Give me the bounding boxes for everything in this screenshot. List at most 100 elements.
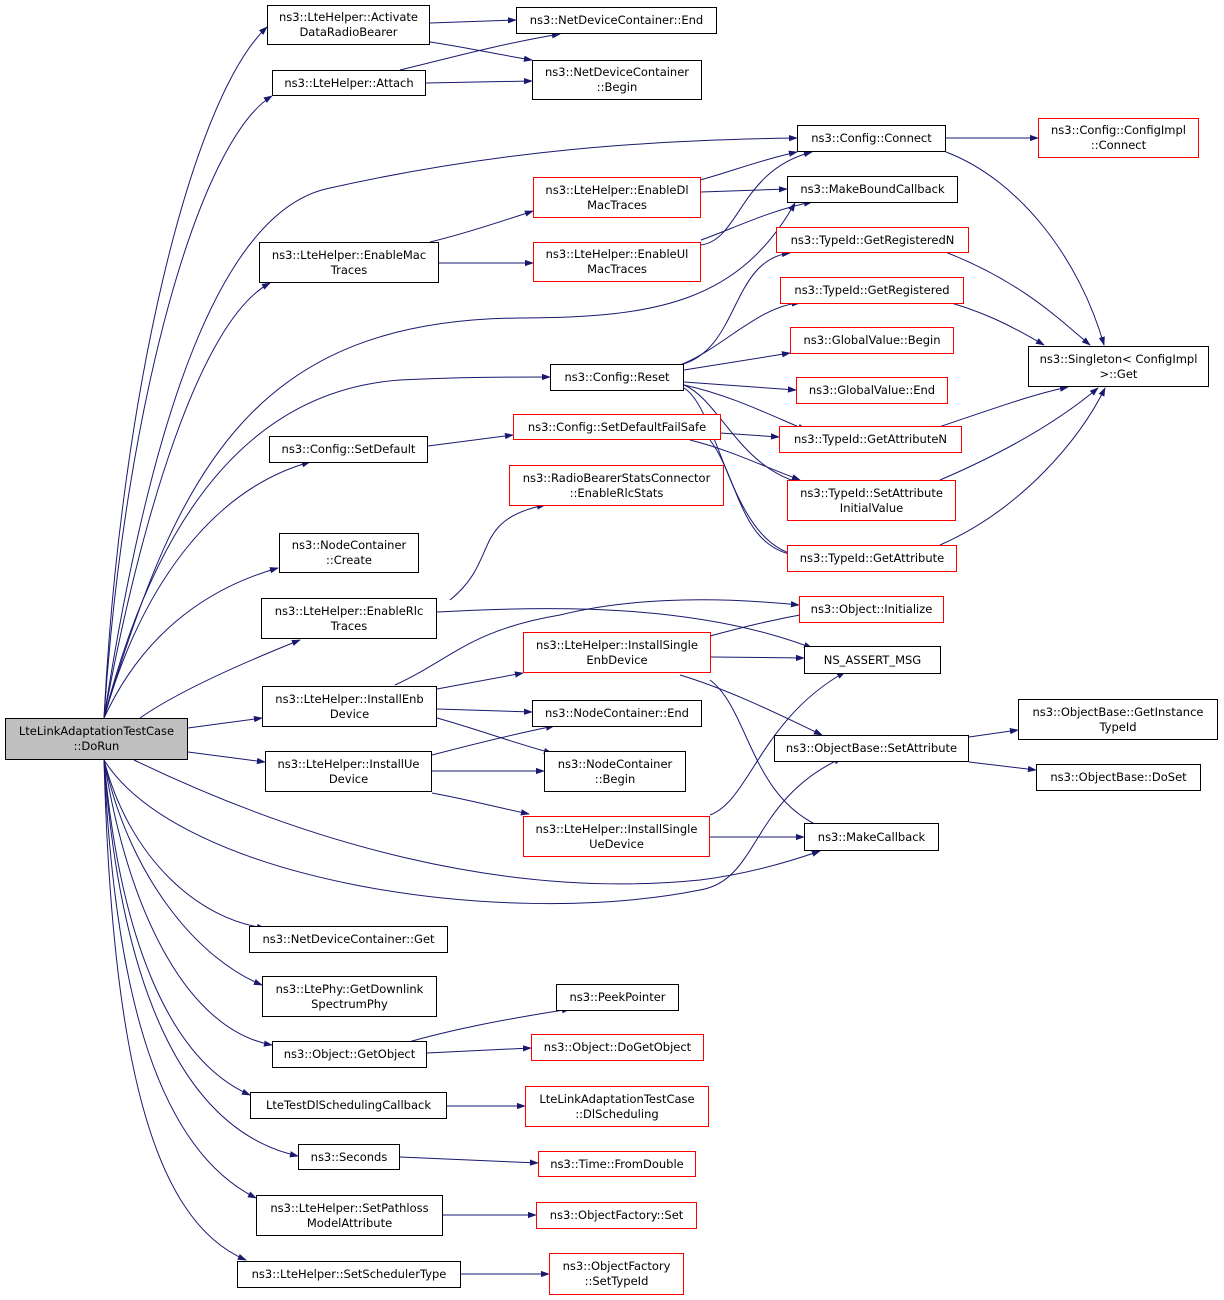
node-cfgimpl-connect[interactable]: ns3::Config::ConfigImpl::Connect bbox=[1038, 118, 1199, 158]
node-cfg-setdefaultfailsafe[interactable]: ns3::Config::SetDefaultFailSafe bbox=[513, 414, 721, 440]
node-obj-initialize[interactable]: ns3::Object::Initialize bbox=[799, 596, 944, 623]
node-text: ns3::MakeCallback bbox=[817, 829, 926, 844]
edge-root-dl-sched-cb bbox=[103, 759, 251, 1096]
node-text: ns3::LteHelper::SetSchedulerType bbox=[251, 1267, 447, 1281]
node-cfg-connect[interactable]: ns3::Config::Connect bbox=[797, 125, 946, 152]
edge-root-obj-setattr bbox=[103, 757, 843, 905]
node-text: ::DoRun bbox=[73, 739, 120, 753]
edge-root-nc-create bbox=[103, 567, 279, 719]
node-text: SpectrumPhy bbox=[311, 996, 388, 1011]
node-dl-sched-cb[interactable]: LteTestDlSchedulingCallback bbox=[250, 1092, 447, 1119]
node-text: ns3::LteHelper::SetPathloss bbox=[270, 1200, 429, 1215]
node-gv-begin[interactable]: ns3::GlobalValue::Begin bbox=[790, 327, 954, 354]
edge-single-enb-obj-init bbox=[709, 611, 812, 637]
edge-registered-singleton bbox=[939, 299, 1045, 346]
node-text: ::Create bbox=[326, 553, 372, 567]
node-text: ns3::Time::FromDouble bbox=[550, 1156, 684, 1171]
node-ndc-get[interactable]: ns3::NetDeviceContainer::Get bbox=[249, 926, 448, 953]
node-set-scheduler[interactable]: ns3::LteHelper::SetSchedulerType bbox=[237, 1261, 461, 1288]
node-make-bound[interactable]: ns3::MakeBoundCallback bbox=[787, 176, 958, 203]
node-text: ns3::GlobalValue::End bbox=[808, 383, 936, 397]
edge-root-set-scheduler bbox=[103, 759, 247, 1261]
node-text: ns3::RadioBearerStatsConnector bbox=[522, 470, 711, 485]
edge-root-install-ue bbox=[187, 751, 266, 765]
edge-single-enb-ns-assert bbox=[710, 654, 805, 662]
edge-failsafe-attr-n bbox=[719, 432, 780, 440]
node-nc-end[interactable]: ns3::NodeContainer::End bbox=[532, 700, 702, 727]
node-get-attribute[interactable]: ns3::TypeId::GetAttribute bbox=[787, 545, 957, 572]
node-text: ns3::Object::DoGetObject bbox=[543, 1040, 692, 1054]
node-attach[interactable]: ns3::LteHelper::Attach bbox=[272, 70, 426, 96]
edge-root-ndc-get bbox=[103, 759, 266, 931]
edge-activate-ndc-end bbox=[429, 17, 517, 24]
node-ndc-begin[interactable]: ns3::NetDeviceContainer::Begin bbox=[532, 60, 702, 100]
edge-root-cfg-setdefault bbox=[103, 461, 311, 719]
node-objbase-setattr[interactable]: ns3::ObjectBase::SetAttribute bbox=[774, 735, 969, 762]
node-rbsc-enable[interactable]: ns3::RadioBearerStatsConnector::EnableRl… bbox=[509, 465, 724, 506]
node-nc-create[interactable]: ns3::NodeContainer::Create bbox=[279, 533, 419, 573]
node-objbase-doset[interactable]: ns3::ObjectBase::DoSet bbox=[1036, 764, 1201, 791]
node-get-registered[interactable]: ns3::TypeId::GetRegistered bbox=[780, 277, 964, 304]
node-text: ::Begin bbox=[594, 771, 636, 786]
edge-setdefault-failsafe bbox=[427, 432, 514, 447]
node-time-fromdouble[interactable]: ns3::Time::FromDouble bbox=[538, 1151, 696, 1177]
node-get-attribute-n[interactable]: ns3::TypeId::GetAttributeN bbox=[779, 426, 962, 453]
node-ns-assert[interactable]: NS_ASSERT_MSG bbox=[804, 646, 941, 674]
node-text: ns3::MakeBoundCallback bbox=[800, 182, 945, 196]
node-text: ns3::NodeContainer bbox=[557, 756, 673, 771]
node-seconds[interactable]: ns3::Seconds bbox=[298, 1144, 400, 1170]
node-text: LteTestDlSchedulingCallback bbox=[265, 1098, 432, 1112]
edge-root-make-callback bbox=[133, 759, 821, 885]
node-singleton-get[interactable]: ns3::Singleton< ConfigImpl >::Get bbox=[1028, 346, 1209, 387]
node-objfactory-settypeid[interactable]: ns3::ObjectFactory::SetTypeId bbox=[549, 1253, 684, 1295]
node-make-callback[interactable]: ns3::MakeCallback bbox=[804, 823, 939, 851]
edge-setattr-getinstance bbox=[968, 728, 1019, 738]
node-objfactory-set[interactable]: ns3::ObjectFactory::Set bbox=[536, 1202, 697, 1229]
node-get-registered-n[interactable]: ns3::TypeId::GetRegisteredN bbox=[776, 227, 969, 253]
node-text: LteLinkAdaptationTestCase bbox=[539, 1091, 695, 1106]
node-text: ns3::LteHelper::EnableUl bbox=[545, 247, 689, 261]
edge-reset-set-attr-initial bbox=[683, 384, 806, 486]
node-text: UeDevice bbox=[589, 836, 644, 851]
edge-failsafe-get-attribute bbox=[709, 439, 801, 559]
node-text: ns3::TypeId::GetAttributeN bbox=[793, 432, 948, 446]
node-text: ns3::NetDeviceContainer::Get bbox=[262, 932, 435, 946]
edge-root-cfg-connect bbox=[103, 134, 798, 719]
node-text: DataRadioBearer bbox=[299, 25, 398, 39]
edge-reset-registered bbox=[679, 300, 801, 366]
node-peek-pointer[interactable]: ns3::PeekPointer bbox=[556, 984, 679, 1011]
node-text: ns3::Object::GetObject bbox=[283, 1047, 416, 1061]
node-text: ns3::Config::Connect bbox=[811, 131, 932, 145]
node-text: ns3::ObjectFactory::Set bbox=[549, 1208, 684, 1222]
node-nc-begin[interactable]: ns3::NodeContainer::Begin bbox=[544, 751, 686, 792]
node-obj-dogetobject[interactable]: ns3::Object::DoGetObject bbox=[531, 1034, 704, 1061]
node-gv-end[interactable]: ns3::GlobalValue::End bbox=[796, 377, 948, 404]
node-obj-getobject[interactable]: ns3::Object::GetObject bbox=[272, 1041, 427, 1068]
node-text: ns3::LteHelper::Activate bbox=[278, 10, 419, 24]
node-root[interactable]: LteLinkAdaptationTestCase::DoRun bbox=[5, 718, 188, 760]
edge-set-attr-initial-singleton bbox=[939, 387, 1099, 481]
node-dl-scheduling[interactable]: LteLinkAdaptationTestCase::DlScheduling bbox=[525, 1086, 709, 1127]
node-cfg-setdefault[interactable]: ns3::Config::SetDefault bbox=[269, 436, 428, 463]
node-ndc-end[interactable]: ns3::NetDeviceContainer::End bbox=[516, 7, 717, 34]
edge-root-activate bbox=[103, 26, 268, 719]
node-text: ns3::NodeContainer::End bbox=[545, 706, 689, 720]
node-cfg-reset[interactable]: ns3::Config::Reset bbox=[550, 364, 684, 391]
node-text: TypeId bbox=[1099, 719, 1137, 734]
edge-install-enb-nc-end bbox=[436, 708, 533, 715]
edge-enable-rlc-ns-assert bbox=[436, 608, 813, 649]
